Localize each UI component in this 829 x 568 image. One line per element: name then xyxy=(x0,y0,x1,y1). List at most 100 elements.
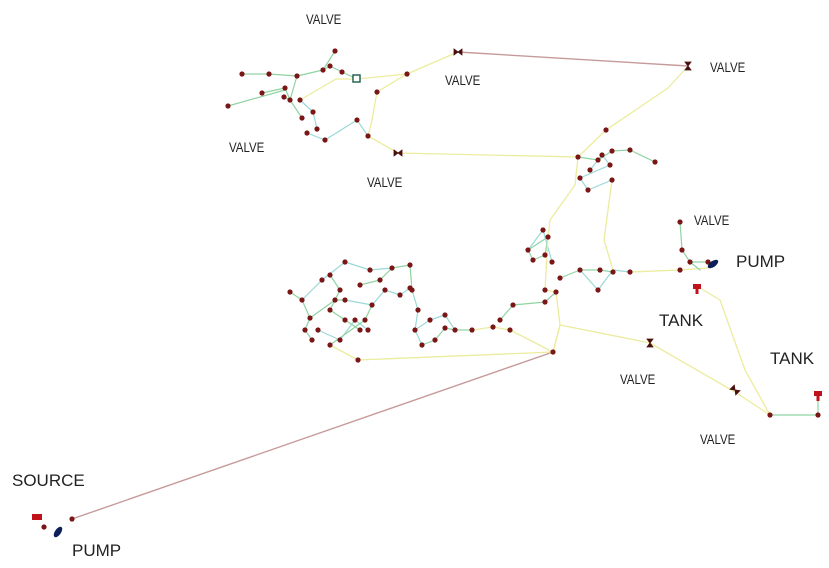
junction-node xyxy=(597,267,603,273)
junction-node xyxy=(595,287,601,293)
pipe xyxy=(579,154,613,191)
junction-node xyxy=(320,67,326,73)
junction-node xyxy=(337,337,343,343)
junction-node xyxy=(327,272,333,278)
junction-node xyxy=(679,247,685,253)
pipe xyxy=(699,287,771,416)
junction-node xyxy=(266,71,272,77)
junction-node xyxy=(282,85,288,91)
junction-node xyxy=(365,327,371,333)
pipe xyxy=(261,87,291,101)
junction-node xyxy=(352,317,358,323)
junction-node xyxy=(327,342,333,348)
valve-label: VALVE xyxy=(694,212,730,228)
pipe xyxy=(227,89,286,107)
junction-node xyxy=(382,287,388,293)
valve-label: VALVE xyxy=(229,139,265,155)
junction-node xyxy=(404,71,410,77)
pipe xyxy=(421,327,473,346)
tank-stem xyxy=(816,396,820,401)
valve-icon xyxy=(729,384,741,396)
junction-node xyxy=(369,302,375,308)
junction-node xyxy=(540,227,546,233)
pipe xyxy=(629,267,709,273)
pipe xyxy=(457,51,689,67)
junction-node xyxy=(69,516,75,522)
valve-icon xyxy=(646,338,654,348)
junction-node xyxy=(362,317,368,323)
valve-shape xyxy=(684,61,692,71)
junction-node xyxy=(575,154,581,160)
junction-node xyxy=(510,302,516,308)
junction-node xyxy=(299,115,305,121)
junction-node xyxy=(294,73,300,79)
junction-node xyxy=(339,69,345,75)
junction-node xyxy=(542,252,548,258)
junction-node xyxy=(309,337,315,343)
junction-marker-icon xyxy=(352,74,361,83)
junction-node xyxy=(452,327,458,333)
valve-label: VALVE xyxy=(700,431,736,447)
junction-node xyxy=(342,317,348,323)
junction-node xyxy=(287,97,293,103)
junction-node xyxy=(815,412,821,418)
pipe-layer xyxy=(71,50,819,520)
junction-node xyxy=(327,307,333,313)
junction-node xyxy=(41,524,47,530)
junction-node xyxy=(553,289,559,295)
pipe xyxy=(499,291,557,321)
valve-shape xyxy=(729,384,741,396)
pipe xyxy=(577,65,689,158)
source-label: SOURCE xyxy=(12,471,85,490)
valve-label: VALVE xyxy=(445,72,481,88)
pipe xyxy=(577,149,656,163)
junction-node xyxy=(432,337,438,343)
junction-node xyxy=(585,187,591,193)
device-layer xyxy=(32,48,822,538)
valve-icon xyxy=(453,48,463,56)
junction-node xyxy=(490,324,496,330)
tank-label: TANK xyxy=(659,311,704,330)
pipe xyxy=(241,69,324,77)
junction-node xyxy=(577,175,583,181)
junction-node xyxy=(507,327,513,333)
junction-node xyxy=(442,312,448,318)
valve-shape xyxy=(393,149,403,157)
junction-node xyxy=(357,282,363,288)
pump-label: PUMP xyxy=(72,541,122,560)
valve-shape xyxy=(453,48,463,56)
tank-label: TANK xyxy=(770,349,815,368)
junction-node xyxy=(442,325,448,331)
pipe xyxy=(71,351,554,520)
valve-label: VALVE xyxy=(710,59,746,75)
pipe xyxy=(299,78,358,101)
junction-node xyxy=(419,342,425,348)
junction-node xyxy=(415,307,421,313)
valve-icon xyxy=(393,149,403,157)
pump-body xyxy=(53,526,63,538)
junction-node xyxy=(542,299,548,305)
junction-node xyxy=(354,117,360,123)
junction-node xyxy=(304,130,310,136)
tank-icon xyxy=(814,391,822,401)
junction-node xyxy=(607,162,613,168)
junction-node xyxy=(530,257,536,263)
junction-node xyxy=(407,262,413,268)
pipe xyxy=(299,99,318,130)
junction-node xyxy=(377,277,383,283)
pipe xyxy=(306,119,369,141)
pipe xyxy=(317,319,369,341)
junction-node xyxy=(542,287,548,293)
pipe xyxy=(414,314,456,331)
junction-node xyxy=(319,277,325,283)
pipe xyxy=(289,75,303,119)
valve-label: VALVE xyxy=(306,11,342,27)
tank-top xyxy=(814,391,822,396)
valve-label: VALVE xyxy=(367,174,403,190)
junction-node xyxy=(545,234,551,240)
junction-node xyxy=(627,269,633,275)
pump-icon xyxy=(53,526,63,538)
junction-node xyxy=(609,177,615,183)
junction-node xyxy=(652,159,658,165)
